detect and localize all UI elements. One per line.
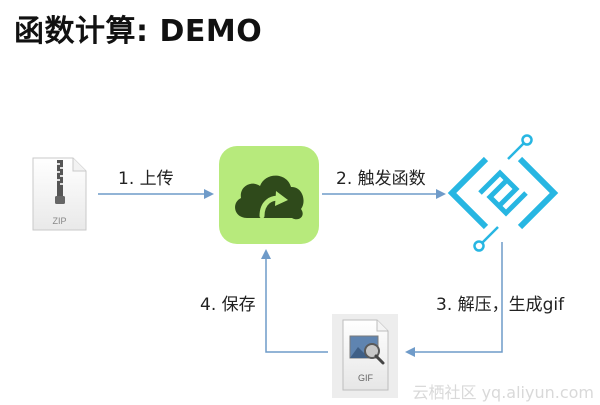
zip-file-icon: ZIP [32, 157, 87, 231]
gif-file-icon: GIF [332, 314, 398, 398]
storage-icon [219, 146, 319, 244]
step-unzip-label: 3. 解压，生成gif [436, 295, 565, 315]
cloud-icon [235, 175, 304, 220]
magnifier-icon [364, 343, 380, 359]
upload-arrow-icon [275, 191, 288, 206]
unzip-arrow [405, 242, 503, 357]
gif-file-label: GIF [358, 373, 374, 383]
step-trigger-label: 2. 触发函数 [336, 169, 426, 189]
save-arrow [261, 249, 328, 353]
zip-file-label: ZIP [52, 216, 66, 226]
watermark: 云栖社区 yq.aliyun.com [412, 383, 594, 402]
step-upload-label: 1. 上传 [118, 169, 174, 189]
page-title: 函数计算: DEMO [14, 14, 263, 49]
step-save-label: 4. 保存 [200, 295, 256, 315]
function-compute-icon [447, 134, 559, 252]
